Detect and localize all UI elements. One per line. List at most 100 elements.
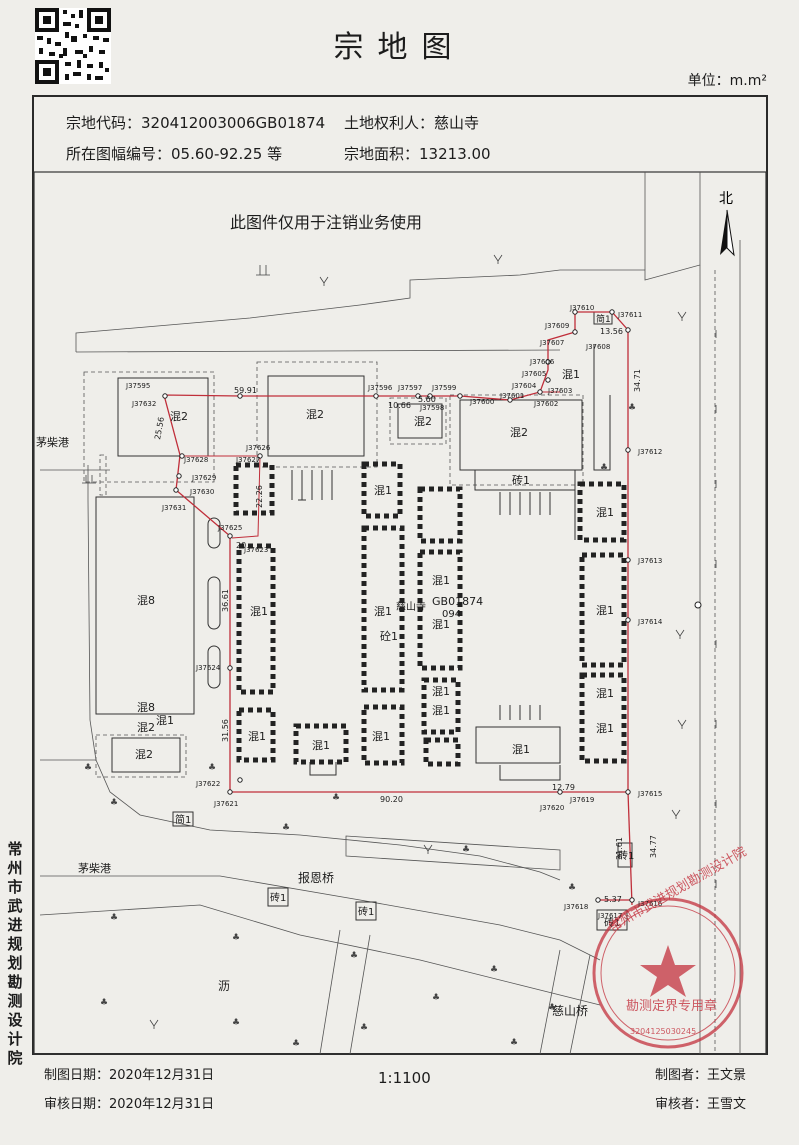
- point-label: J37610: [569, 304, 594, 312]
- parcel-name-label: 慈山寺: [396, 600, 426, 613]
- dim-label: 34.77: [649, 835, 658, 858]
- building-label: 混1: [374, 605, 392, 618]
- svg-text:♣: ♣: [490, 965, 498, 975]
- svg-text:♣: ♣: [628, 403, 636, 413]
- point-label: J37596: [367, 384, 393, 392]
- place-label: 沥: [218, 979, 230, 993]
- dim-label: 34.71: [633, 369, 642, 392]
- north-arrow: 北: [719, 191, 735, 257]
- building-label: 砖1: [512, 473, 530, 487]
- dim-label: 36.61: [221, 589, 230, 612]
- building-label: 混1: [432, 704, 450, 717]
- point-label: J37600: [469, 398, 494, 406]
- point-label: J37631: [161, 504, 186, 512]
- dim-label: 20: [236, 541, 246, 550]
- dim-label: 22.26: [255, 485, 264, 508]
- parcel-code: 宗地代码：320412003006GB01874: [66, 114, 326, 132]
- point-label: J37607: [539, 339, 564, 347]
- building-label: 砖1: [270, 891, 286, 904]
- place-label: 茅柴港: [78, 861, 111, 875]
- svg-text:♣: ♣: [360, 1023, 368, 1033]
- point-labels: J37595 J37596 J37597 J37598 J37599 J3760…: [125, 304, 663, 920]
- building-label: 混2: [414, 415, 432, 428]
- svg-text:♣: ♣: [232, 933, 240, 943]
- point-label: J37614: [637, 618, 663, 626]
- building-label: 混2: [170, 410, 188, 423]
- point-label: J37620: [539, 804, 564, 812]
- point-label: J37608: [585, 343, 610, 351]
- building-label: 混1: [312, 739, 330, 752]
- point-label: J37604: [511, 382, 537, 390]
- building-label: 混1: [596, 687, 614, 700]
- building-label: 混1: [596, 604, 614, 617]
- dim-label: 25.56: [153, 416, 166, 440]
- building-label: 混1: [374, 484, 392, 497]
- building-label: 混1: [248, 730, 266, 743]
- point-label: J37601: [499, 392, 524, 400]
- svg-text:♣: ♣: [84, 763, 92, 773]
- point-label: J37625: [217, 524, 242, 532]
- svg-text:♣: ♣: [110, 798, 118, 808]
- dim-label: 12.79: [552, 783, 575, 792]
- point-label: J37595: [125, 382, 150, 390]
- draw-date: 制图日期：2020年12月31日: [44, 1068, 215, 1083]
- point-label: J37628: [183, 456, 208, 464]
- map-scale: 1:1100: [378, 1069, 431, 1087]
- building-label: 混1: [512, 743, 530, 756]
- parcel-sub-label: 094: [442, 609, 461, 620]
- building-label: 砖1: [358, 905, 374, 918]
- point-label: J37629: [191, 474, 216, 482]
- dim-label: 5.60: [418, 395, 436, 404]
- building-label: 混1: [432, 574, 450, 587]
- point-label: J37611: [617, 311, 642, 319]
- sheet-number: 所在图幅编号：05.60-92.25 等: [66, 145, 283, 163]
- point-label: J37616: [637, 900, 663, 908]
- svg-text:♣: ♣: [232, 1018, 240, 1028]
- point-label: J37623: [243, 546, 268, 554]
- place-label: 慈山桥: [552, 1003, 588, 1018]
- building-label: 砖1: [618, 849, 634, 862]
- building-label: 砼1: [380, 630, 398, 643]
- svg-text:♣: ♣: [110, 913, 118, 923]
- land-owner: 土地权利人：慈山寺: [344, 114, 480, 132]
- reviewer: 审核者：王雪文: [655, 1097, 747, 1112]
- svg-text:♣: ♣: [100, 998, 108, 1008]
- place-label: 茅柴港: [36, 435, 69, 449]
- svg-text:♣: ♣: [462, 845, 470, 855]
- point-label: J37603: [547, 387, 572, 395]
- usage-notice: 此图件仅用于注销业务使用: [230, 213, 422, 232]
- point-label: J37630: [189, 488, 214, 496]
- point-label: J37599: [431, 384, 456, 392]
- building-label: 混1: [432, 618, 450, 631]
- building-label: 混8: [137, 701, 155, 714]
- point-label: J37602: [533, 400, 558, 408]
- point-label: J37624: [195, 664, 221, 672]
- dim-label: 13.56: [600, 327, 623, 336]
- point-label: J37609: [544, 322, 569, 330]
- point-label: J37621: [213, 800, 238, 808]
- svg-text:♣: ♣: [292, 1039, 300, 1049]
- dim-label: 31.56: [221, 719, 230, 742]
- qr-code: [35, 8, 111, 84]
- svg-text:♣: ♣: [548, 1003, 556, 1013]
- dim-label: 31.61: [615, 837, 624, 860]
- building-label: 混2: [510, 426, 528, 439]
- building-label: 混2: [137, 721, 155, 734]
- page-title: 宗地图: [333, 30, 466, 65]
- unit-label: 单位：m.m²: [687, 73, 767, 89]
- parcel-area: 宗地面积：13213.00: [344, 145, 491, 163]
- point-label: J37606: [529, 358, 555, 366]
- point-label: J37598: [419, 404, 444, 412]
- svg-text:♣: ♣: [350, 951, 358, 961]
- survey-stamp: [592, 897, 744, 1049]
- dimension-labels: 59.91 10.66 5.60 25.56 22.26 36.61 31.56…: [153, 327, 658, 904]
- building-label: 混2: [135, 748, 153, 761]
- building-label: 混1: [596, 506, 614, 519]
- building-label: 混8: [137, 594, 155, 607]
- svg-text:♣: ♣: [332, 793, 340, 803]
- stamp-sub: 勘测定界专用章: [626, 998, 717, 1014]
- stamp-number: 3204125030245: [630, 1027, 696, 1036]
- institute-sidebar: 常州市武进规划勘测设计院: [7, 840, 23, 1067]
- point-label: J37615: [637, 790, 662, 798]
